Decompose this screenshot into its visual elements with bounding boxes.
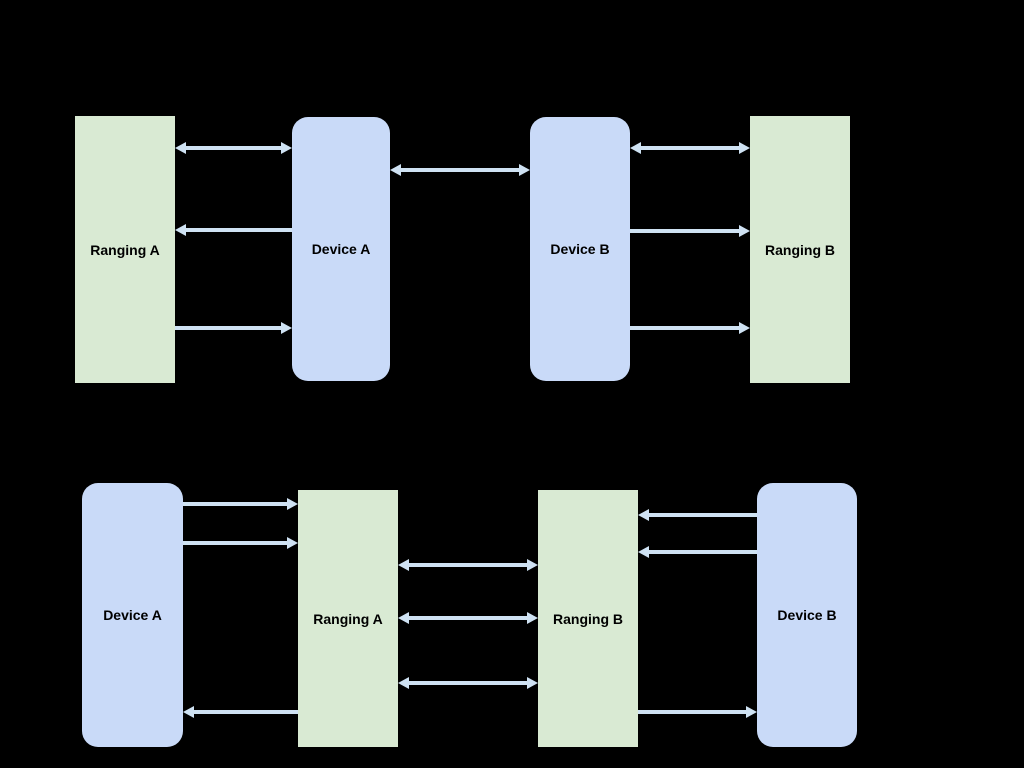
- arrowhead-right-icon: [287, 498, 298, 510]
- arrowhead-right-icon: [527, 677, 538, 689]
- arrow-bottom-device-b-to-ranging-b-2: [638, 546, 757, 558]
- arrowhead-right-icon: [746, 706, 757, 718]
- arrow-bottom-ranging-a-to-device-a: [183, 706, 298, 718]
- arrowhead-right-icon: [527, 612, 538, 624]
- arrow-top-device-a-to-ranging-a: [175, 224, 292, 236]
- bottom-device-b-box: Device B: [757, 483, 857, 747]
- arrowhead-right-icon: [739, 142, 750, 154]
- arrow-bottom-device-a-to-ranging-a-2: [183, 537, 298, 549]
- arrowhead-right-icon: [527, 559, 538, 571]
- arrowhead-left-icon: [390, 164, 401, 176]
- top-ranging-b-label: Ranging B: [765, 241, 835, 258]
- arrowhead-left-icon: [398, 559, 409, 571]
- arrow-bottom-device-a-to-ranging-a-1: [183, 498, 298, 510]
- top-ranging-a-label: Ranging A: [90, 241, 160, 258]
- arrow-bottom-ranging-a-ranging-b-bidirectional-1: [398, 559, 538, 571]
- bottom-ranging-a-label: Ranging A: [313, 610, 383, 627]
- bottom-device-b-label: Device B: [777, 607, 837, 623]
- arrowhead-right-icon: [519, 164, 530, 176]
- arrowhead-left-icon: [638, 546, 649, 558]
- bottom-ranging-a-box: Ranging A: [298, 490, 398, 747]
- arrowhead-left-icon: [175, 142, 186, 154]
- bottom-ranging-b-box: Ranging B: [538, 490, 638, 747]
- arrow-bottom-ranging-a-ranging-b-bidirectional-2: [398, 612, 538, 624]
- arrowhead-left-icon: [630, 142, 641, 154]
- top-ranging-a-box: Ranging A: [75, 116, 175, 383]
- arrow-bottom-ranging-a-ranging-b-bidirectional-3: [398, 677, 538, 689]
- top-device-a-box: Device A: [292, 117, 390, 381]
- arrow-top-device-b-ranging-b-bidirectional: [630, 142, 750, 154]
- arrowhead-right-icon: [281, 322, 292, 334]
- top-device-a-label: Device A: [311, 241, 371, 257]
- arrowhead-left-icon: [638, 509, 649, 521]
- top-device-b-label: Device B: [550, 241, 610, 257]
- bottom-device-a-box: Device A: [82, 483, 183, 747]
- arrow-top-ranging-a-to-device-a: [175, 322, 292, 334]
- top-ranging-b-box: Ranging B: [750, 116, 850, 383]
- arrow-top-ranging-a-device-a-bidirectional: [175, 142, 292, 154]
- arrow-top-device-a-device-b-bidirectional: [390, 164, 530, 176]
- arrowhead-right-icon: [287, 537, 298, 549]
- arrowhead-left-icon: [398, 677, 409, 689]
- bottom-ranging-b-label: Ranging B: [553, 610, 623, 627]
- arrowhead-left-icon: [175, 224, 186, 236]
- arrowhead-right-icon: [739, 225, 750, 237]
- top-device-b-box: Device B: [530, 117, 630, 381]
- arrowhead-left-icon: [183, 706, 194, 718]
- arrow-bottom-device-b-to-ranging-b-1: [638, 509, 757, 521]
- bottom-device-a-label: Device A: [103, 607, 162, 623]
- arrow-top-device-b-to-ranging-b-bottom: [630, 322, 750, 334]
- arrowhead-right-icon: [281, 142, 292, 154]
- arrow-bottom-ranging-b-to-device-b: [638, 706, 757, 718]
- arrowhead-right-icon: [739, 322, 750, 334]
- arrowhead-left-icon: [398, 612, 409, 624]
- arrow-top-device-b-to-ranging-b-middle: [630, 225, 750, 237]
